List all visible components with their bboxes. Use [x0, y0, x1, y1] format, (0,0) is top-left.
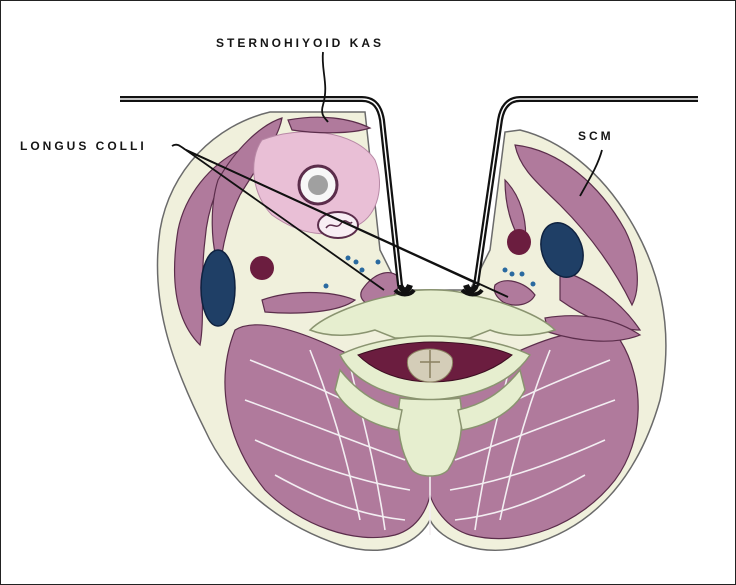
left-carotid-artery: [250, 256, 274, 280]
trachea-lumen: [308, 175, 328, 195]
label-scm: SCM: [578, 129, 614, 143]
label-sternohyoid: STERNOHIYOID KAS: [216, 36, 384, 50]
right-carotid-artery: [507, 229, 531, 255]
label-longus-colli: LONGUS COLLI: [20, 139, 147, 153]
spinous-process: [398, 398, 461, 476]
left-jugular-vein: [201, 250, 235, 326]
